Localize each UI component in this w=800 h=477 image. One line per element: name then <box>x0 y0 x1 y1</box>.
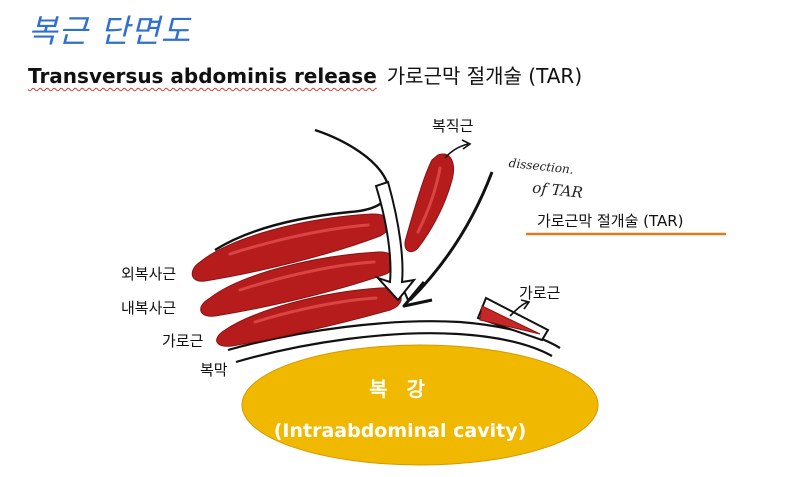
ta-right-pointer-head <box>520 299 531 310</box>
subtitle: Transversus abdominis release 가로근막 절개술 (T… <box>28 60 582 89</box>
subtitle-korean: 가로근막 절개술 (TAR) <box>386 64 583 88</box>
subtitle-english: Transversus abdominis release <box>28 64 377 88</box>
transversus-abdominis-muscle-left <box>216 287 402 347</box>
peritoneum-line-inner <box>235 332 553 364</box>
label-external-oblique: 외복사근 <box>121 265 177 283</box>
label-transversus-left: 가로근 <box>162 332 204 350</box>
label-rectus-abdominis: 복직근 <box>432 117 474 135</box>
fascia-upper-curve <box>214 128 390 252</box>
dissection-arrow <box>408 171 494 302</box>
external-oblique-muscle <box>191 213 391 282</box>
slide-title: 복근 단면도 <box>28 12 192 50</box>
rectus-abdominis-muscle <box>404 153 454 253</box>
label-transversus-right: 가로근 <box>519 284 561 302</box>
label-tar-procedure: 가로근막 절개술 (TAR) <box>537 212 684 230</box>
cavity-subtitle: (Intraabdominal cavity) <box>273 420 527 442</box>
rectus-pointer-head <box>461 139 472 150</box>
abdominal-cavity <box>241 344 599 466</box>
label-peritoneum: 복막 <box>200 361 228 379</box>
dissection-arrowhead <box>402 281 433 308</box>
label-internal-oblique: 내복사근 <box>121 299 177 317</box>
internal-oblique-muscle <box>200 251 397 317</box>
rectus-pointer <box>444 143 469 159</box>
ta-right-pointer <box>509 301 529 317</box>
fascia-arrow <box>374 180 417 302</box>
cavity-title: 복 강 <box>369 377 431 401</box>
handwritten-note: dissection. of TAR <box>505 152 586 204</box>
transversus-abdominis-muscle-right <box>476 296 550 342</box>
